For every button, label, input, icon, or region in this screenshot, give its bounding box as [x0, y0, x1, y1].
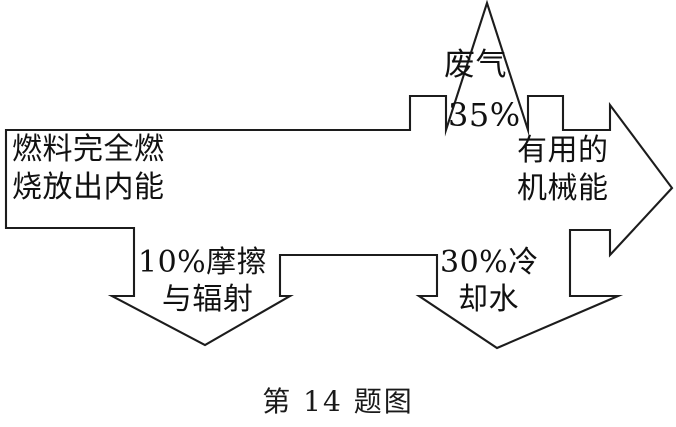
friction-radiation-label: 10%摩擦与辐射 — [138, 245, 267, 318]
input-line-1: 燃料完全燃 — [12, 132, 165, 167]
figure-caption: 第 14 题图 — [262, 385, 414, 418]
flow-outline-path — [4, 0, 674, 350]
input-energy-label: 燃料完全燃烧放出内能 — [12, 131, 165, 206]
input-line-2: 烧放出内能 — [12, 169, 165, 205]
cooling-line-1: 30%冷 — [440, 245, 539, 280]
useful-line-1: 有用的 — [517, 133, 609, 168]
cooling-line-2: 却水 — [458, 281, 519, 317]
friction-line-2: 与辐射 — [161, 281, 254, 317]
useful-mechanical-label: 有用的机械能 — [517, 132, 609, 207]
useful-line-2: 机械能 — [517, 170, 609, 206]
waste-gas-percent: 35% — [448, 96, 521, 134]
cooling-water-label: 30%冷却水 — [440, 245, 539, 318]
friction-line-1: 10%摩擦 — [138, 245, 268, 280]
waste-gas-label: 废气 — [444, 47, 507, 83]
